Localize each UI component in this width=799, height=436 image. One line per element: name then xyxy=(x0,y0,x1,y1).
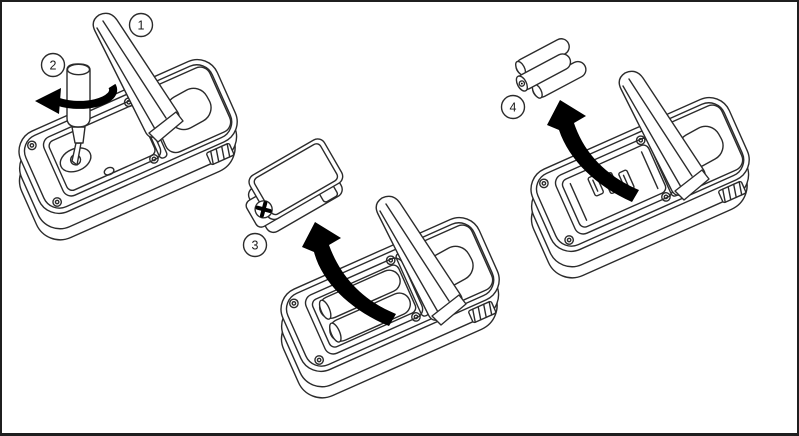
step-3-badge: 3 xyxy=(242,232,268,258)
step-4-badge: 4 xyxy=(500,94,526,120)
door-screw-icon xyxy=(254,200,273,219)
device-2-rear-view xyxy=(262,209,518,407)
rotate-counterclockwise-arrow-icon xyxy=(35,83,118,114)
step-2-badge: 2 xyxy=(40,52,66,78)
battery-door-icon xyxy=(245,138,344,234)
screwdriver-icon xyxy=(66,63,91,166)
remove-batteries-arrow-icon xyxy=(547,100,639,202)
remove-door-arrow-icon xyxy=(302,222,396,326)
batteries-icon xyxy=(514,38,587,99)
step-2-number: 2 xyxy=(50,59,57,73)
step-3-number: 3 xyxy=(252,239,259,253)
step-1-number: 1 xyxy=(138,19,145,33)
step-1-badge: 1 xyxy=(128,12,154,38)
step-4-number: 4 xyxy=(510,101,517,115)
